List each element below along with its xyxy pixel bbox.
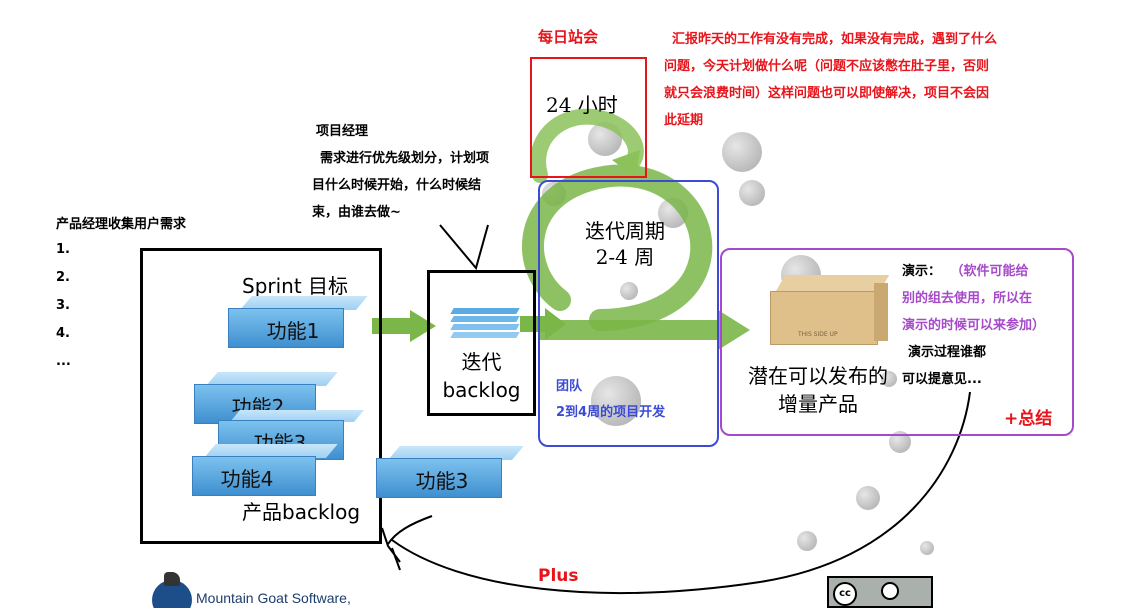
feedback-arrow-tail: [391, 547, 401, 571]
project-manager-note: 项目经理 需求进行优先级划分，计划项 目什么时候开始，什么时候结 束，由谁去做~: [312, 118, 542, 226]
requirement-item: 4.: [56, 326, 70, 341]
feature-block-5: 功能3: [376, 446, 524, 498]
attribution-icon: [881, 582, 899, 600]
cc-icon: cc: [833, 582, 857, 606]
feature-block-1: 功能1: [228, 296, 368, 348]
feature-label: 功能1: [266, 318, 320, 343]
requirement-item: 3.: [56, 298, 70, 313]
box-marking: THIS SIDE UP: [798, 331, 838, 338]
feature-label: 功能4: [220, 466, 274, 491]
demo-process-line: 演示过程谁都: [908, 345, 987, 360]
product-backlog-label: 产品backlog: [242, 500, 361, 524]
daily-swirl-head: [612, 150, 640, 178]
product-backlog-box: [140, 248, 382, 544]
feature-block-4: 功能4: [192, 444, 338, 496]
project-manager-line: 需求进行优先级划分，计划项: [320, 151, 490, 166]
demo-box: [720, 248, 1074, 436]
demo-note: 演示：（软件可能给 别的组去使用，所以在 演示的时候可以来参加） 演示过程谁都 …: [902, 258, 1072, 393]
daily-standup-line: 就只会浪费时间）这样问题也可以即使解决，项目不会因: [664, 86, 990, 101]
sprint-goal: Sprint 目标: [242, 274, 349, 298]
daily-standup-description: 汇报昨天的工作有没有完成，如果没有完成，遇到了什么 问题，今天计划做什么呢（问题…: [664, 26, 1089, 134]
project-manager-title: 项目经理: [316, 124, 369, 139]
pm-arrow: [439, 224, 489, 271]
cardboard-box-icon: THIS SIDE UP: [770, 275, 890, 345]
iteration-backlog-label: 迭代 backlog: [427, 348, 536, 404]
demo-line: （软件可能给: [957, 264, 1029, 279]
demo-line: 别的组去使用，所以在: [902, 291, 1033, 306]
project-manager-line: 目什么时候开始，什么时候结: [312, 178, 482, 193]
demo-title: 演示：: [902, 264, 942, 279]
increment-line1: 潜在可以发布的: [748, 364, 888, 388]
plus-label: Plus: [538, 566, 579, 586]
requirement-item: ...: [56, 354, 71, 369]
iteration-backlog-line1: 迭代: [461, 350, 502, 374]
team-note: 团队 2到4周的项目开发: [556, 374, 665, 426]
demo-process-line: 可以提意见...: [902, 372, 982, 387]
iteration-backlog-box: [427, 270, 536, 416]
flow-arrow-1: [372, 310, 436, 342]
iteration-cycle-line2: 2-4 周: [595, 245, 655, 269]
daily-standup-title: 每日站会: [538, 28, 599, 46]
product-manager-note: 产品经理收集用户需求 1. 2. 3. 4. ...: [56, 214, 186, 376]
product-manager-title: 产品经理收集用户需求: [56, 217, 187, 232]
creative-commons-badge: cc: [827, 576, 933, 608]
daily-standup-hours: 24 小时: [546, 93, 618, 117]
iteration-backlog-line2: backlog: [442, 378, 521, 402]
increment-label: 潜在可以发布的 增量产品: [728, 362, 908, 418]
daily-standup-line: 此延期: [664, 113, 704, 128]
iteration-cycle-label: 迭代周期 2-4 周: [560, 218, 690, 270]
feedback-arrow-2: [387, 515, 433, 545]
team-description: 2到4周的项目开发: [556, 405, 666, 420]
daily-standup-line: 汇报昨天的工作有没有完成，如果没有完成，遇到了什么: [672, 32, 998, 47]
stack-icon: [450, 308, 520, 338]
daily-swirl: [530, 108, 644, 183]
feedback-arrow: [391, 391, 971, 594]
increment-line2: 增量产品: [778, 392, 858, 416]
iteration-cycle-line1: 迭代周期: [585, 219, 665, 243]
iteration-cycle-box: [538, 180, 719, 447]
team-title: 团队: [556, 379, 583, 394]
project-manager-line: 束，由谁去做~: [312, 205, 401, 220]
requirement-item: 1.: [56, 242, 70, 257]
demo-line: 演示的时候可以来参加）: [902, 318, 1046, 333]
requirement-item: 2.: [56, 270, 70, 285]
cycle-swirl: [522, 164, 713, 331]
footer-company: Mountain Goat Software,: [196, 590, 351, 606]
mountain-goat-logo: [152, 572, 194, 608]
feature-label: 功能3: [415, 468, 469, 493]
daily-standup-line: 问题，今天计划做什么呢（问题不应该憋在肚子里，否则: [664, 59, 990, 74]
daily-standup-box: [530, 57, 647, 178]
demo-summary: +总结: [1004, 409, 1053, 429]
